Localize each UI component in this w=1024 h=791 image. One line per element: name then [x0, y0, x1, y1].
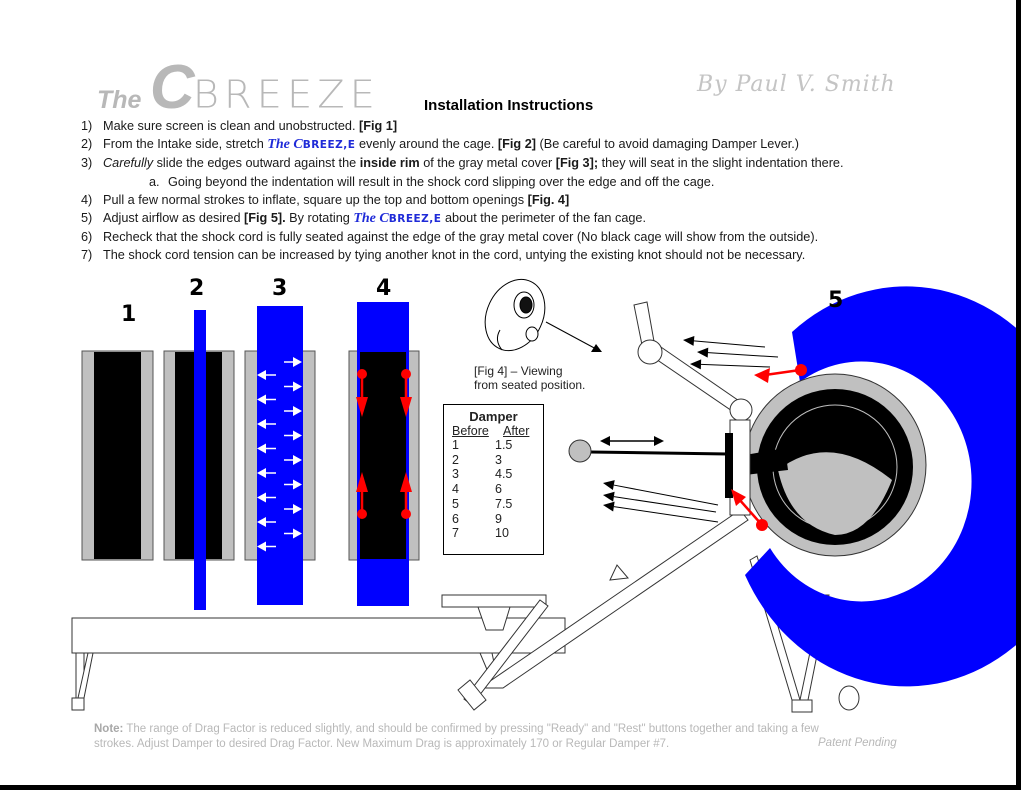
fig4-label: 4 [376, 276, 392, 301]
step-2: 2)From the Intake side, stretch The CBRE… [81, 137, 800, 153]
fig-ref: [Fig 3]; [555, 156, 599, 171]
arrow-right-icon [284, 504, 302, 514]
airflow-arrow-icon [603, 491, 717, 513]
fig-ref: [Fig 1] [359, 119, 398, 133]
title-c: C [149, 53, 195, 122]
rower-frame [71, 509, 860, 713]
fig3-label: 3 [272, 276, 288, 301]
patent-pending: Patent Pending [818, 737, 897, 749]
step-3: 3)Carefully slide the edges outward agai… [81, 156, 844, 171]
red-down-arrow-icon [400, 369, 412, 417]
fig5-rotate-arrows [731, 364, 807, 531]
airflow-arrow-icon [683, 335, 766, 348]
fig5-label: 5 [828, 288, 844, 313]
airflow-arrow-icon [603, 480, 719, 506]
fig2-cord [194, 310, 206, 610]
fig5-shroud [745, 286, 1016, 687]
fig4-caption: [Fig 4] – Viewing from seated position. [474, 364, 586, 392]
arrow-left-icon [257, 419, 276, 429]
brand-name-inline: The CBREEZ,E [267, 137, 356, 153]
fig3-cover [257, 306, 303, 605]
arrow-left-icon [257, 468, 276, 478]
fig3-cage [244, 306, 316, 605]
arrow-right-icon [284, 479, 302, 490]
title-the: The [97, 86, 142, 114]
page-heading: Installation Instructions [424, 97, 594, 114]
author-credit: By Paul V. Smith [697, 72, 896, 97]
step-6: 6)Recheck that the shock cord is fully s… [81, 230, 819, 245]
arrow-right-icon [284, 357, 302, 367]
step-7: 7)The shock cord tension can be increase… [81, 248, 806, 263]
airflow-arrow-icon [697, 347, 779, 358]
arrow-left-icon [257, 492, 276, 503]
arrow-right-icon [284, 381, 302, 392]
red-up-arrow-icon [356, 472, 368, 519]
viewer-head-icon [484, 278, 546, 352]
red-down-arrow-icon [356, 369, 368, 417]
red-up-arrow-icon [400, 472, 412, 519]
airflow-arrow-icon [603, 501, 719, 523]
fig2-cage [163, 310, 235, 610]
fig-ref: [Fig 5]. [244, 211, 286, 226]
arrow-right-icon [284, 455, 302, 465]
damper-lever [725, 433, 733, 498]
arrow-right-icon [284, 430, 302, 441]
instruction-list: 1)Make sure screen is clean and unobstru… [81, 117, 844, 265]
arrow-left-icon [257, 394, 276, 405]
arrow-right-icon [284, 406, 302, 416]
arrow-right-icon [284, 528, 302, 539]
damper-knob [568, 439, 592, 463]
fig1-cage [81, 350, 154, 561]
handle-arm [633, 301, 753, 516]
arrow-left-icon [257, 443, 276, 454]
step-3a: a.Going beyond the indentation will resu… [149, 174, 715, 189]
fig2-label: 2 [189, 276, 205, 301]
arrow-left-icon [257, 517, 276, 527]
arrow-left-icon [257, 541, 276, 552]
fig-ref: [Fig 2] [497, 137, 536, 152]
fan-housing [743, 373, 927, 557]
arrow-left-icon [257, 370, 276, 380]
product-title: The CBREEZE [97, 52, 380, 123]
fig1-label: 1 [121, 302, 137, 327]
footer-note: Note: The range of Drag Factor is reduce… [94, 723, 819, 750]
damper-table-header: Before After [452, 424, 530, 438]
fig-ref: [Fig. 4] [527, 192, 570, 207]
airflow-arrow-icon [690, 359, 771, 370]
step-4: 4)Pull a few normal strokes to inflate, … [81, 192, 570, 207]
step-1: 1)Make sure screen is clean and unobstru… [81, 119, 398, 133]
brand-name-inline: The CBREEZ,E [353, 211, 442, 227]
title-breeze: BREEZE [192, 73, 380, 117]
damper-table-title: Damper [469, 409, 518, 424]
fig4-cage [348, 302, 420, 606]
step-5: 5)Adjust airflow as desired [Fig 5]. By … [81, 211, 647, 227]
